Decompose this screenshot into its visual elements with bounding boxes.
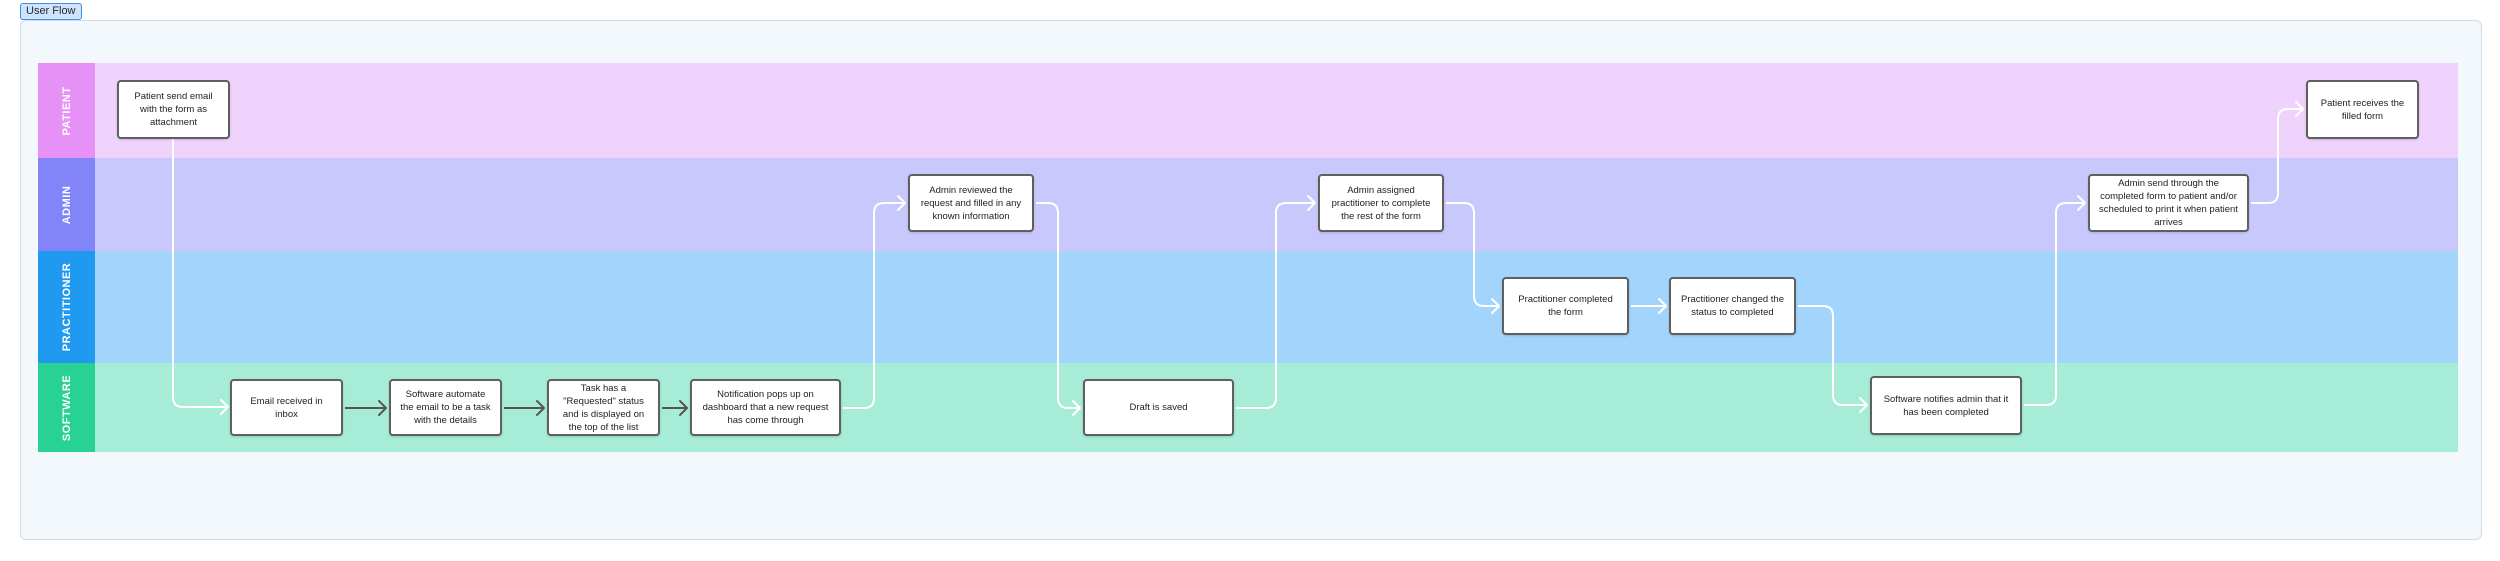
arrowhead-n6-n7 xyxy=(1072,400,1081,416)
connector-n8-n9[interactable] xyxy=(1446,202,1499,307)
lane-patient: PATIENT xyxy=(38,63,2458,158)
lane-header-admin: ADMIN xyxy=(38,158,95,251)
lane-admin: ADMIN xyxy=(38,158,2458,251)
connector-n7-n8[interactable] xyxy=(1236,202,1315,409)
flow-node-n11[interactable]: Software notifies admin that it has been… xyxy=(1870,376,2022,435)
lane-practitioner: PRACTITIONER xyxy=(38,251,2458,363)
connector-n5-n6[interactable] xyxy=(843,202,905,409)
flow-node-n4[interactable]: Task has a "Requested" status and is dis… xyxy=(547,379,660,436)
flow-node-n3[interactable]: Software automate the email to be a task… xyxy=(389,379,502,436)
arrowhead-n12-n13 xyxy=(2295,101,2304,117)
flow-node-n1[interactable]: Patient send email with the form as atta… xyxy=(117,80,230,139)
arrowhead-n2-n3 xyxy=(378,400,387,416)
connector-n10-n11[interactable] xyxy=(1798,305,1867,406)
arrowhead-n7-n8 xyxy=(1307,195,1316,211)
flow-node-n5[interactable]: Notification pops up on dashboard that a… xyxy=(690,379,841,436)
flow-node-n8[interactable]: Admin assigned practitioner to complete … xyxy=(1318,174,1444,232)
arrowhead-n4-n5 xyxy=(679,400,688,416)
lane-header-patient: PATIENT xyxy=(38,63,95,158)
lane-header-software: SOFTWARE xyxy=(38,363,95,452)
arrowhead-n10-n11 xyxy=(1859,397,1868,413)
arrowhead-n3-n4 xyxy=(536,400,545,416)
flow-node-n10[interactable]: Practitioner changed the status to compl… xyxy=(1669,277,1796,335)
flow-node-n12[interactable]: Admin send through the completed form to… xyxy=(2088,174,2249,232)
connector-n1-n2[interactable] xyxy=(172,139,228,408)
arrowhead-n11-n12 xyxy=(2077,195,2086,211)
connector-n11-n12[interactable] xyxy=(2024,202,2085,406)
connector-n12-n13[interactable] xyxy=(2251,108,2303,204)
connector-n6-n7[interactable] xyxy=(1036,202,1080,409)
arrowhead-n8-n9 xyxy=(1491,298,1500,314)
lane-header-practitioner: PRACTITIONER xyxy=(38,251,95,363)
arrowhead-n5-n6 xyxy=(897,195,906,211)
frame-label[interactable]: User Flow xyxy=(20,3,82,20)
arrowhead-n1-n2 xyxy=(220,399,229,415)
flow-node-n13[interactable]: Patient receives the filled form xyxy=(2306,80,2419,139)
flow-node-n7[interactable]: Draft is saved xyxy=(1083,379,1234,436)
flow-node-n6[interactable]: Admin reviewed the request and filled in… xyxy=(908,174,1034,232)
flow-node-n9[interactable]: Practitioner completed the form xyxy=(1502,277,1629,335)
flow-node-n2[interactable]: Email received in inbox xyxy=(230,379,343,436)
arrowhead-n9-n10 xyxy=(1658,298,1667,314)
